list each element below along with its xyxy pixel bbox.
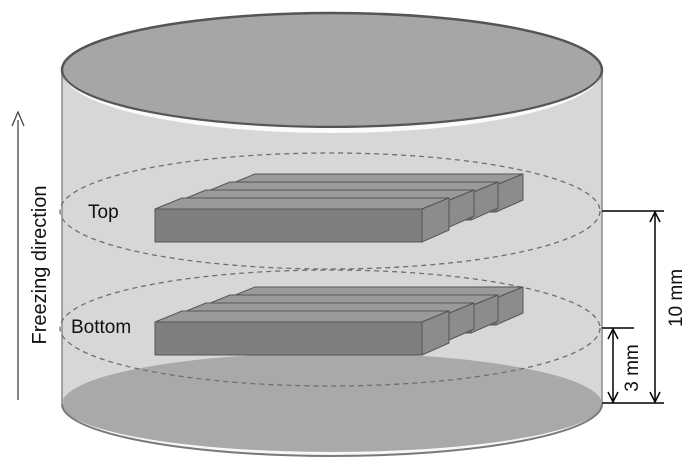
dimension-10mm-label: 10 mm (666, 269, 687, 327)
cylinder-top-face (60, 11, 604, 129)
dimension-10mm (602, 210, 664, 404)
cylinder-body (62, 70, 602, 456)
freezing-direction-label: Freezing direction (29, 186, 51, 345)
dimension-3mm-label: 3 mm (622, 344, 643, 392)
top-bar-1 (154, 197, 450, 243)
bottom-slice-plane (59, 269, 601, 387)
bottom-bar-1 (154, 310, 450, 356)
bottom-slice-bars (154, 286, 524, 356)
top-slice-bars (154, 173, 524, 243)
top-slice-label: Top (88, 202, 119, 223)
bottom-slice-label: Bottom (71, 317, 131, 338)
cylinder-bottom-front-rim (61, 403, 603, 457)
freezing-direction-arrow (11, 110, 25, 400)
top-slice-plane (59, 152, 601, 270)
dimension-3mm (602, 327, 634, 404)
